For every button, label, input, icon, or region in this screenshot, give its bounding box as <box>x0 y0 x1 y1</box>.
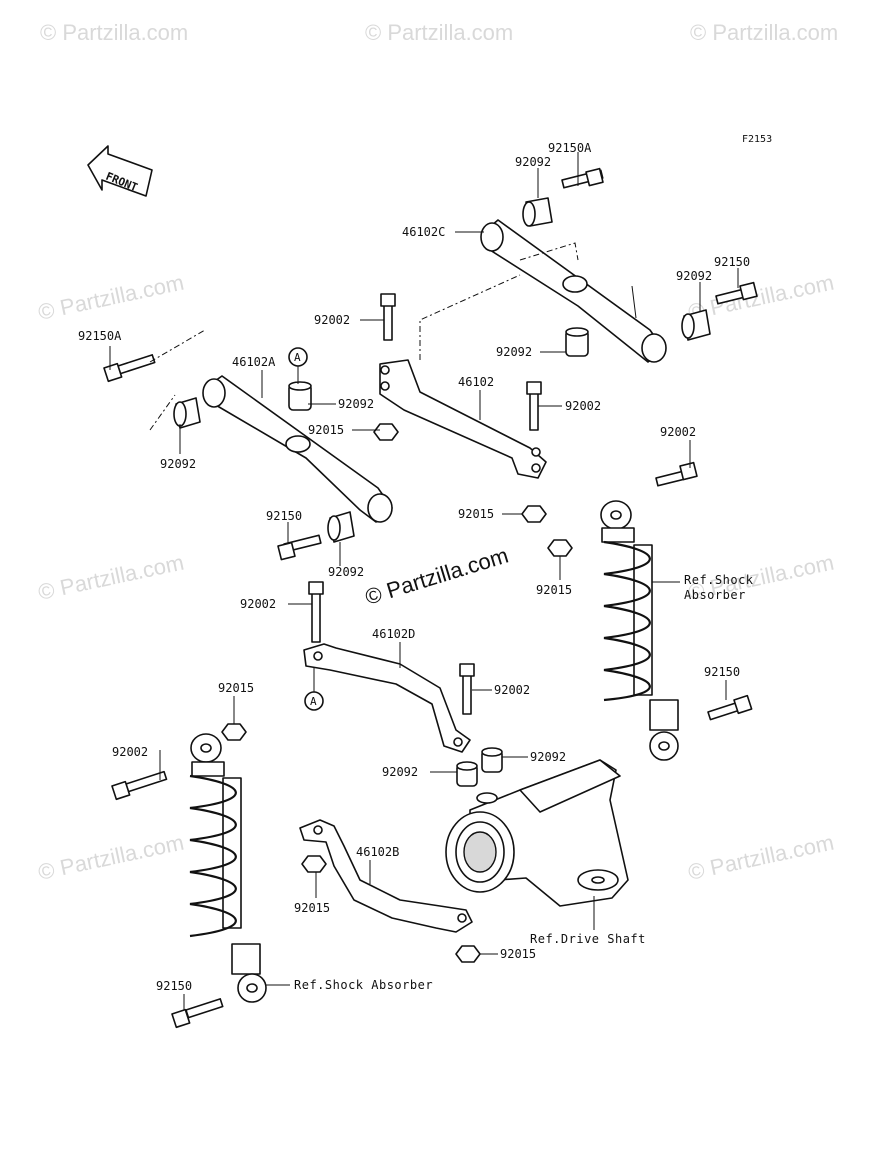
label-92092-mid: 92092 <box>496 345 532 359</box>
label-92015-a: 92015 <box>308 423 344 437</box>
label-92002-mid: 92002 <box>565 399 601 413</box>
bushing-92092-right <box>681 309 711 341</box>
shock-absorber-left <box>189 733 267 1003</box>
bolt-92150-leftarm <box>277 534 322 561</box>
label-92092-top: 92092 <box>515 155 551 169</box>
watermark-layer: © Partzilla.com © Partzilla.com © Partzi… <box>36 20 838 885</box>
bushing-92092-low1 <box>456 761 478 787</box>
label-92092-leftarm: 92092 <box>328 565 364 579</box>
watermark: © Partzilla.com <box>36 830 186 885</box>
label-92002-rshock: 92002 <box>660 425 696 439</box>
nut-92015-b <box>301 855 327 873</box>
label-92002-upper: 92002 <box>314 313 350 327</box>
label-92002-d: 92002 <box>240 597 276 611</box>
label-92015-lshock: 92015 <box>218 681 254 695</box>
label-92150A-top: 92150A <box>548 141 592 155</box>
nut-92015-a <box>373 423 399 441</box>
label-46102C: 46102C <box>402 225 445 239</box>
nut-92015-lshock <box>221 723 247 741</box>
watermark: © Partzilla.com <box>365 20 513 45</box>
bolt-92002-rshock <box>655 461 698 487</box>
label-46102B: 46102B <box>356 845 399 859</box>
bolt-92150-lshock <box>171 998 224 1029</box>
callout-a-bottom: A <box>304 664 324 711</box>
label-92092-right: 92092 <box>676 269 712 283</box>
bushing-92092-mid <box>565 327 589 357</box>
ref-shock-absorber-left: Ref.Shock Absorber <box>294 978 433 992</box>
label-92015-rshock: 92015 <box>536 583 572 597</box>
watermark-main: © Partzilla.com <box>362 543 511 610</box>
ref-shock-absorber-right-line1: Ref.Shock <box>684 573 754 587</box>
label-92015-b: 92015 <box>294 901 330 915</box>
label-92015-mid: 92015 <box>458 507 494 521</box>
arm-46102D <box>303 643 471 753</box>
callout-a-label: A <box>310 695 317 708</box>
bolt-92002-lshock <box>111 770 168 801</box>
arm-46102A <box>202 375 393 523</box>
bushing-92092-low2 <box>481 747 503 773</box>
label-92015-bottom: 92015 <box>500 947 536 961</box>
nut-92015-bottom <box>455 945 481 963</box>
nut-92015-mid <box>521 505 547 523</box>
bolt-92150A-top <box>561 167 604 189</box>
bolt-92150-right <box>715 281 758 305</box>
part-labels: 92150A 92092 46102C 92150 92092 92092 92… <box>78 141 750 993</box>
label-92150-right: 92150 <box>714 255 750 269</box>
bushing-92092-left <box>173 397 201 429</box>
ref-shock-absorber-right-line2: Absorber <box>684 588 746 602</box>
reference-labels: Ref.Shock Absorber Ref.Drive Shaft Ref.S… <box>294 573 754 992</box>
watermark: © Partzilla.com <box>40 20 188 45</box>
figure-code: F2153 <box>742 134 772 145</box>
label-46102: 46102 <box>458 375 494 389</box>
watermark: © Partzilla.com <box>36 270 186 325</box>
watermark: © Partzilla.com <box>686 830 836 885</box>
bolt-92002-upper <box>380 293 396 341</box>
bolt-92002-low <box>459 663 475 715</box>
watermark: © Partzilla.com <box>36 550 186 605</box>
label-92002-lshock: 92002 <box>112 745 148 759</box>
shock-absorber-right <box>600 500 679 761</box>
label-92150-rshock: 92150 <box>704 665 740 679</box>
callout-a-label: A <box>294 351 301 364</box>
label-92150-leftarm: 92150 <box>266 509 302 523</box>
front-arrow-icon: FRONT <box>87 145 153 197</box>
label-92092-a: 92092 <box>338 397 374 411</box>
ref-drive-shaft: Ref.Drive Shaft <box>530 932 646 946</box>
callout-a-top: A <box>288 347 308 384</box>
label-46102A: 46102A <box>232 355 276 369</box>
label-92150A-left: 92150A <box>78 329 122 343</box>
bushing-92092-top <box>522 197 553 227</box>
drive-shaft-housing <box>445 759 629 907</box>
bolt-92002-mid <box>526 381 542 431</box>
bolt-92150-rshock <box>707 694 753 721</box>
label-92092-low1: 92092 <box>382 765 418 779</box>
label-92002-low: 92002 <box>494 683 530 697</box>
watermark: © Partzilla.com <box>690 20 838 45</box>
label-92092-low2: 92092 <box>530 750 566 764</box>
label-92092-left: 92092 <box>160 457 196 471</box>
label-46102D: 46102D <box>372 627 415 641</box>
bushing-92092-a <box>288 381 312 411</box>
nut-92015-rshock <box>547 539 573 557</box>
arm-46102 <box>379 274 547 479</box>
bolt-92002-d <box>308 581 324 643</box>
bolt-92150A-left <box>103 329 206 431</box>
leader-lines <box>109 152 739 1010</box>
arm-46102C <box>480 219 667 363</box>
arm-46102B <box>299 819 473 933</box>
label-92150-lshock: 92150 <box>156 979 192 993</box>
bushing-92092-leftarm <box>327 511 355 543</box>
